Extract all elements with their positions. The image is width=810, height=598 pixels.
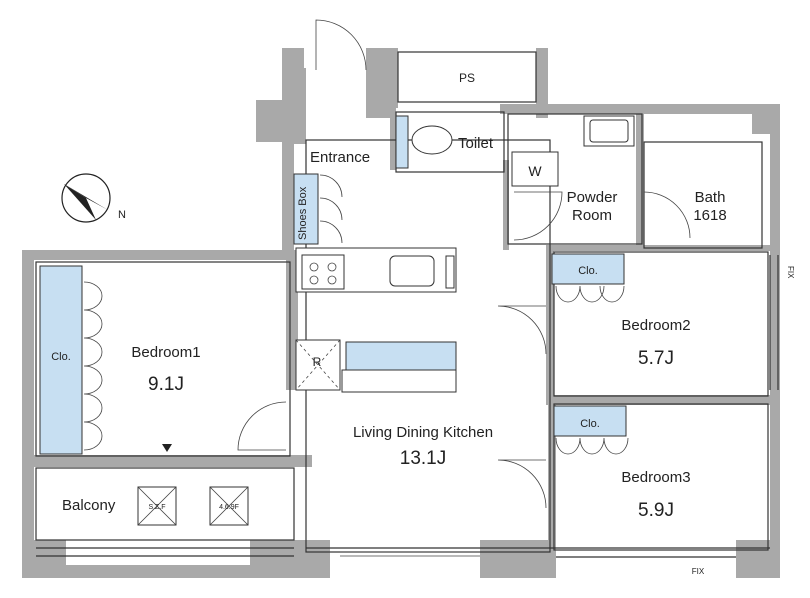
bedroom2-label: Bedroom2 bbox=[621, 317, 690, 334]
bedroom1-closet bbox=[39, 265, 83, 455]
shoes-box bbox=[293, 173, 319, 245]
compass-north-label: N bbox=[118, 209, 126, 221]
fridge-label: R bbox=[313, 355, 322, 369]
bedroom3-closet bbox=[553, 405, 627, 437]
entrance-label: Entrance bbox=[310, 149, 370, 166]
powder-room-label-1: Powder bbox=[567, 189, 618, 206]
toilet-bowl bbox=[411, 125, 453, 155]
bath-label: Bath bbox=[695, 189, 726, 206]
ldk-size: 13.1J bbox=[400, 448, 446, 469]
closet-doors bbox=[83, 281, 629, 455]
outdoor-unit-2-label: 4.6.9F bbox=[219, 504, 239, 511]
ps-label: PS bbox=[459, 71, 475, 85]
door-swings bbox=[237, 19, 691, 509]
powder-room-label-2: Room bbox=[572, 207, 612, 224]
storage bbox=[39, 115, 627, 455]
fix-label-bottom: FIX bbox=[692, 567, 705, 576]
toilet-label: Toilet bbox=[458, 135, 494, 152]
bedroom1-closet-label: Clo. bbox=[51, 351, 71, 363]
bedroom2-size: 5.7J bbox=[638, 348, 674, 369]
bedroom1-size: 9.1J bbox=[148, 374, 184, 395]
bedroom2-closet-label: Clo. bbox=[578, 265, 598, 277]
bedroom3-label: Bedroom3 bbox=[621, 469, 690, 486]
outdoor-unit-1-label: S.Z.F bbox=[148, 504, 165, 511]
kitchen-sink bbox=[389, 255, 435, 287]
kitchen-island bbox=[341, 369, 457, 393]
balcony-label: Balcony bbox=[62, 497, 116, 514]
labels: PS Toilet Entrance W Powder Room Bath 16… bbox=[51, 71, 795, 576]
stove bbox=[301, 254, 345, 290]
fixtures bbox=[137, 115, 635, 526]
entry-arrow-icon bbox=[162, 444, 172, 452]
bedroom1-label: Bedroom1 bbox=[131, 344, 200, 361]
shoes-box-label: Shoes Box bbox=[297, 186, 309, 240]
kitchen-counter bbox=[345, 341, 457, 371]
bedroom3-size: 5.9J bbox=[638, 500, 674, 521]
bedroom2-closet bbox=[551, 253, 625, 285]
bedroom3-closet-label: Clo. bbox=[580, 418, 600, 430]
ldk-label: Living Dining Kitchen bbox=[353, 424, 493, 441]
washer-space bbox=[511, 151, 559, 187]
compass: N bbox=[61, 173, 126, 223]
fix-label-side: FIX bbox=[786, 266, 795, 279]
walls bbox=[22, 48, 780, 578]
toilet-tank bbox=[395, 115, 409, 169]
washer-label: W bbox=[528, 163, 542, 179]
bath-size-label: 1618 bbox=[693, 207, 726, 224]
